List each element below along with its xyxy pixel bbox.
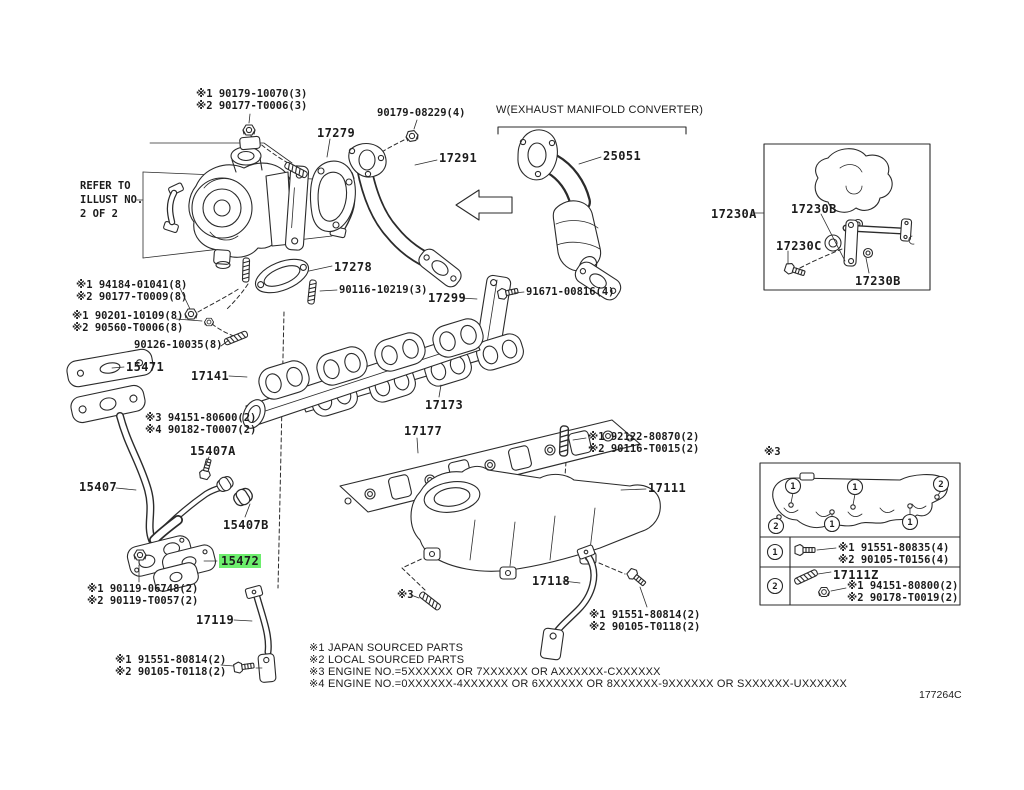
converter-25051-drawing bbox=[497, 126, 687, 301]
legend-marker-circle bbox=[766, 577, 784, 595]
ref-90560-t0006: ※2 90560-T0006(8) bbox=[72, 322, 184, 334]
label-17118: 17118 bbox=[532, 574, 571, 588]
legend-marker-circle bbox=[823, 515, 841, 533]
ref-94151-80800: ※1 94151-80800(2) bbox=[847, 580, 959, 592]
ref-90116-t0015: ※2 90116-T0015(2) bbox=[588, 443, 700, 455]
refer-note-line1: REFER TO bbox=[80, 180, 131, 192]
label-17230b-top: 17230B bbox=[791, 202, 837, 216]
intake-manifold-17111-drawing bbox=[410, 465, 661, 580]
label-17230b-bottom: 17230B bbox=[855, 274, 901, 288]
front-pipe-17291-drawing bbox=[348, 143, 462, 288]
legend-marker-number: 2 bbox=[772, 582, 777, 592]
ref-90179-08229: 90179-08229(4) bbox=[377, 107, 466, 119]
gasket-17279-drawing bbox=[309, 160, 356, 232]
legend-marker-number: 2 bbox=[773, 522, 778, 532]
ref-note3-stud: ※3 bbox=[397, 589, 414, 601]
ref-92122-80870: ※1 92122-80870(2) bbox=[588, 431, 700, 443]
exhaust-manifold-17141-drawing bbox=[242, 318, 484, 429]
ref-90105-t0156: ※2 90105-T0156(4) bbox=[838, 554, 950, 566]
label-25051: 25051 bbox=[603, 149, 642, 163]
ref-90177-t0009: ※2 90177-T0009(8) bbox=[76, 291, 188, 303]
ref-91551-80814-right: ※1 91551-80814(2) bbox=[589, 609, 701, 621]
ref-90105-t0118-right: ※2 90105-T0118(2) bbox=[589, 621, 701, 633]
ref-91551-80835: ※1 91551-80835(4) bbox=[838, 542, 950, 554]
legend-marker-number: 2 bbox=[938, 480, 943, 490]
legend-box-drawing bbox=[759, 462, 961, 606]
note-engine-no-4: ※4 ENGINE NO.=0XXXXXX-4XXXXXX OR 6XXXXXX… bbox=[309, 678, 848, 690]
refer-note-line3: 2 OF 2 bbox=[80, 208, 118, 220]
ref-94184-01041: ※1 94184-01041(8) bbox=[76, 279, 188, 291]
ref-90116-10219: 90116-10219(3) bbox=[339, 284, 428, 296]
label-15472: 15472 bbox=[219, 554, 262, 568]
label-17119: 17119 bbox=[196, 613, 235, 627]
label-17141: 17141 bbox=[191, 369, 230, 383]
dashed-leader-lines bbox=[197, 135, 843, 591]
gasket-17278-drawing bbox=[254, 258, 310, 294]
legend-marker-number: 1 bbox=[772, 548, 777, 558]
label-17291: 17291 bbox=[439, 151, 478, 165]
note-japan-parts: ※1 JAPAN SOURCED PARTS bbox=[309, 642, 464, 654]
label-15407: 15407 bbox=[79, 480, 118, 494]
label-15471: 15471 bbox=[126, 360, 165, 374]
legend-title: ※3 bbox=[764, 446, 781, 458]
label-17111: 17111 bbox=[648, 481, 687, 495]
label-17279: 17279 bbox=[317, 126, 356, 140]
banner-converter: W(EXHAUST MANIFOLD CONVERTER) bbox=[496, 104, 704, 116]
label-17177: 17177 bbox=[404, 424, 443, 438]
tube-17118-drawing bbox=[539, 544, 598, 661]
ref-94151-80600: ※3 94151-80600(2) bbox=[145, 412, 257, 424]
ref-91671-00816: 91671-00816(4) bbox=[526, 286, 615, 298]
label-15407b: 15407B bbox=[223, 518, 269, 532]
ref-90177-t0006: ※2 90177-T0006(3) bbox=[196, 100, 308, 112]
legend-marker-circle bbox=[784, 477, 802, 495]
label-17230a: 17230A bbox=[711, 207, 757, 221]
legend-marker-circle bbox=[846, 478, 864, 496]
turbocharger-drawing bbox=[163, 135, 310, 270]
leader-lines bbox=[111, 113, 870, 669]
label-17111z: 17111Z bbox=[833, 568, 879, 582]
legend-marker-number: 1 bbox=[790, 482, 795, 492]
ref-90178-t0019: ※2 90178-T0019(2) bbox=[847, 592, 959, 604]
ref-90182-t0007: ※4 90182-T0007(2) bbox=[145, 424, 257, 436]
legend-marker-circle bbox=[901, 513, 919, 531]
ref-90179-10070: ※1 90179-10070(3) bbox=[196, 88, 308, 100]
label-17230c: 17230C bbox=[776, 239, 822, 253]
legend-marker-circle bbox=[932, 475, 950, 493]
legend-marker-circle bbox=[767, 517, 785, 535]
diagram-code: 177264C bbox=[919, 689, 962, 701]
legend-marker-number: 1 bbox=[829, 520, 834, 530]
ref-91551-80814-left: ※1 91551-80814(2) bbox=[115, 654, 227, 666]
ref-90201-10109: ※1 90201-10109(8) bbox=[72, 310, 184, 322]
legend-marker-number: 1 bbox=[907, 518, 912, 528]
legend-markers: 1 1 2 2 1 1 1 2 bbox=[766, 475, 950, 595]
oil-pipe-15407-drawing bbox=[66, 348, 256, 592]
ref-90105-t0118-left: ※2 90105-T0118(2) bbox=[115, 666, 227, 678]
label-17173: 17173 bbox=[425, 398, 464, 412]
ref-90126-10035: 90126-10035(8) bbox=[134, 339, 223, 351]
refer-note-line2: ILLUST NO. bbox=[80, 194, 144, 206]
label-17278: 17278 bbox=[334, 260, 373, 274]
note-local-parts: ※2 LOCAL SOURCED PARTS bbox=[309, 654, 465, 666]
label-17299: 17299 bbox=[428, 291, 467, 305]
legend-marker-number: 1 bbox=[852, 483, 857, 493]
label-15407a: 15407A bbox=[190, 444, 236, 458]
ref-90119-06748: ※1 90119-06748(2) bbox=[87, 583, 199, 595]
tube-17119-drawing bbox=[244, 584, 277, 683]
legend-marker-circle bbox=[766, 543, 784, 561]
ref-90119-t0057: ※2 90119-T0057(2) bbox=[87, 595, 199, 607]
note-engine-no-3: ※3 ENGINE NO.=5XXXXXX OR 7XXXXXX OR AXXX… bbox=[309, 666, 661, 678]
direction-arrow bbox=[455, 189, 513, 221]
egr-box-17230-drawing bbox=[763, 143, 931, 291]
